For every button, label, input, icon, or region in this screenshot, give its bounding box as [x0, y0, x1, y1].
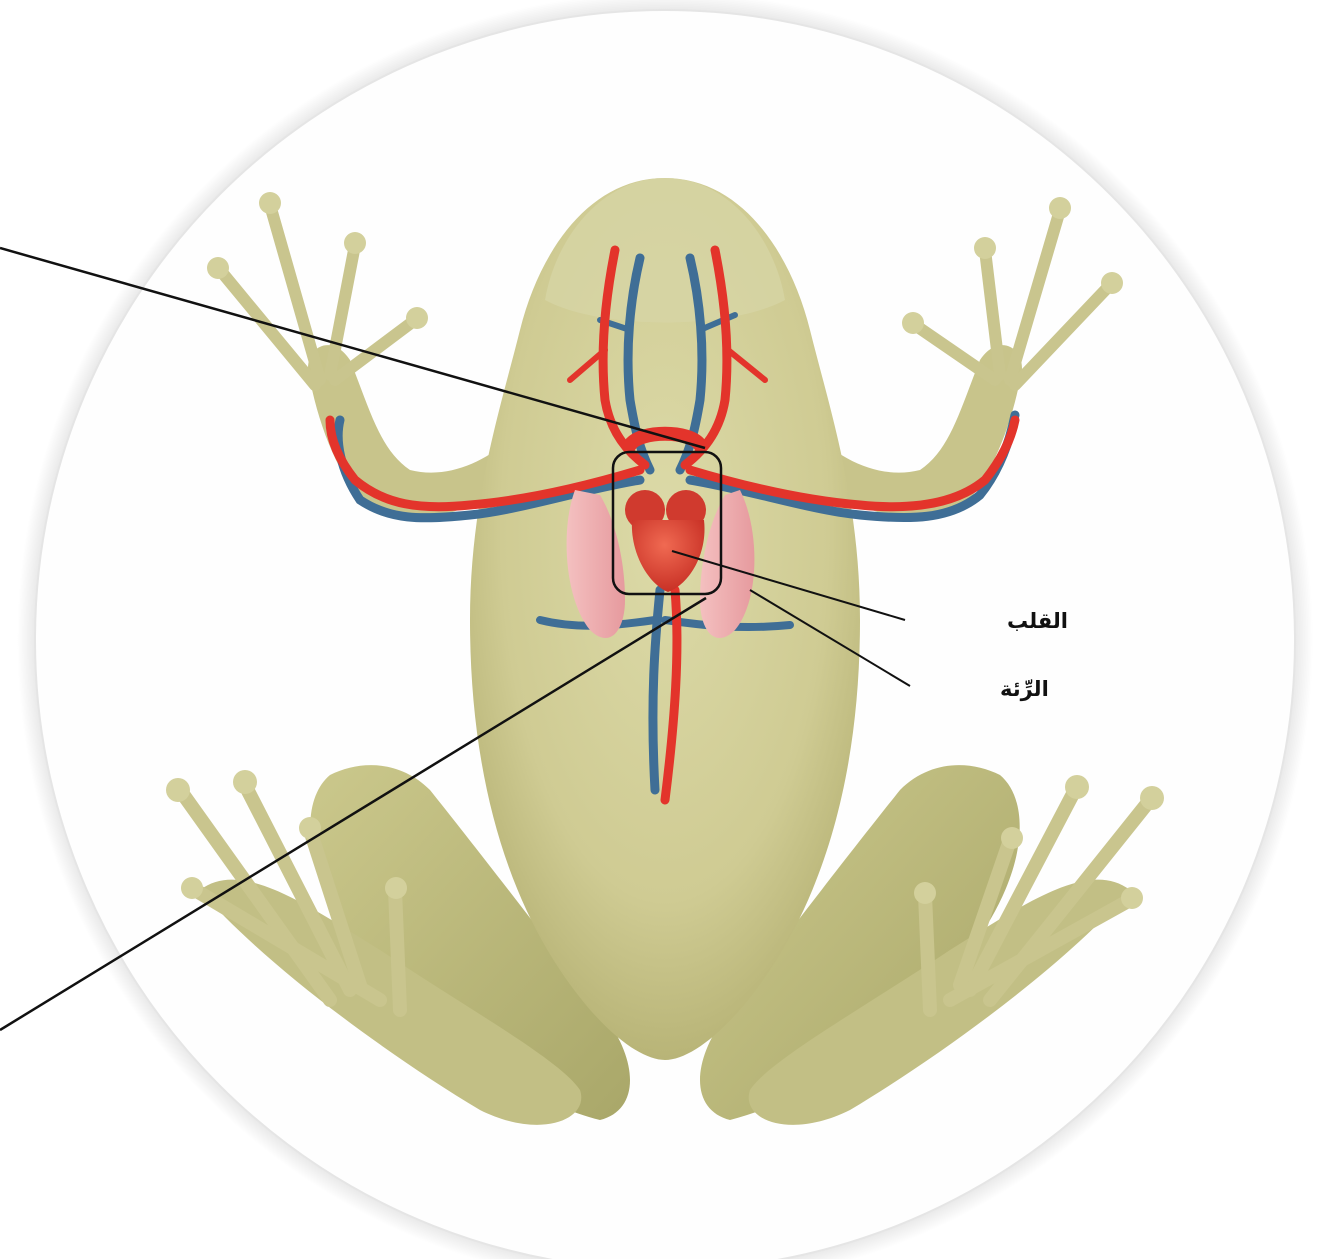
- heart-label: القلب: [1007, 609, 1068, 633]
- lung-label: الرِّئة: [1000, 677, 1049, 701]
